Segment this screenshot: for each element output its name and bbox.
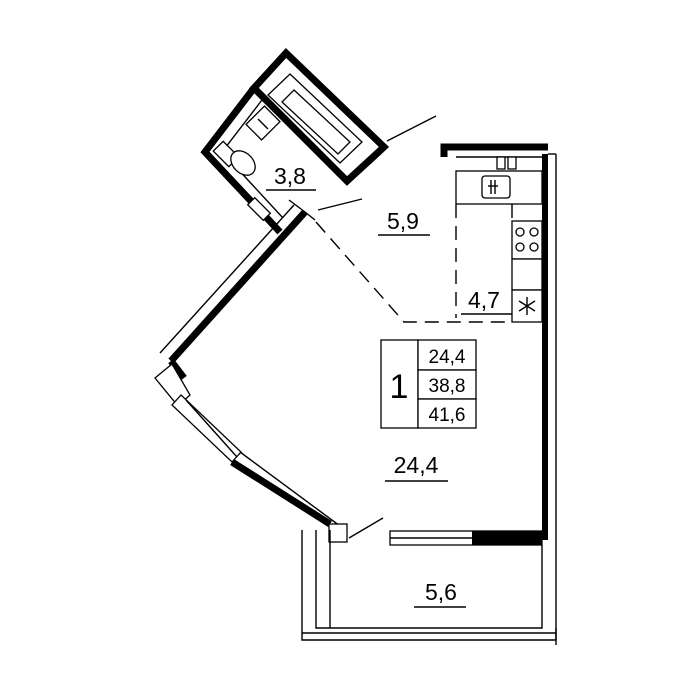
room-labels: 3,8 5,9 4,7 24,4 5,6: [266, 163, 500, 608]
toilet-icon: [212, 140, 256, 176]
total-area-value: 38,8: [429, 376, 466, 397]
kitchen-fixtures: [315, 170, 543, 323]
snowflake-icon: [511, 289, 543, 323]
balcony-area: 5,6: [425, 579, 457, 605]
sink-icon: [245, 105, 281, 141]
bathroom-outer-wall: [249, 47, 390, 186]
hallway-area: 5,9: [387, 208, 419, 234]
living-area-value: 24,4: [429, 347, 466, 368]
stove-icon: [511, 220, 543, 260]
sink-icon: [481, 175, 511, 199]
hallway-boundary: [315, 221, 512, 323]
area-summary: 1 24,4 38,8 41,6: [380, 339, 477, 429]
total-with-balcony-value: 41,6: [429, 405, 466, 426]
right-wall: [542, 154, 548, 540]
left-diagonal-wall: [168, 209, 308, 364]
outer-walls: [154, 143, 557, 645]
top-kitchen-wall: [440, 143, 548, 157]
living-left-wall: [230, 459, 332, 527]
balcony-door: [389, 530, 543, 546]
living-area: 24,4: [394, 452, 439, 478]
bathroom-block: [200, 47, 437, 235]
living-window: [171, 394, 242, 463]
bathtub-icon: [267, 73, 363, 164]
room-count: 1: [390, 368, 409, 406]
kitchen-area: 4,7: [468, 287, 500, 313]
balcony-outline: [301, 530, 557, 641]
bathroom-area: 3,8: [274, 163, 306, 189]
